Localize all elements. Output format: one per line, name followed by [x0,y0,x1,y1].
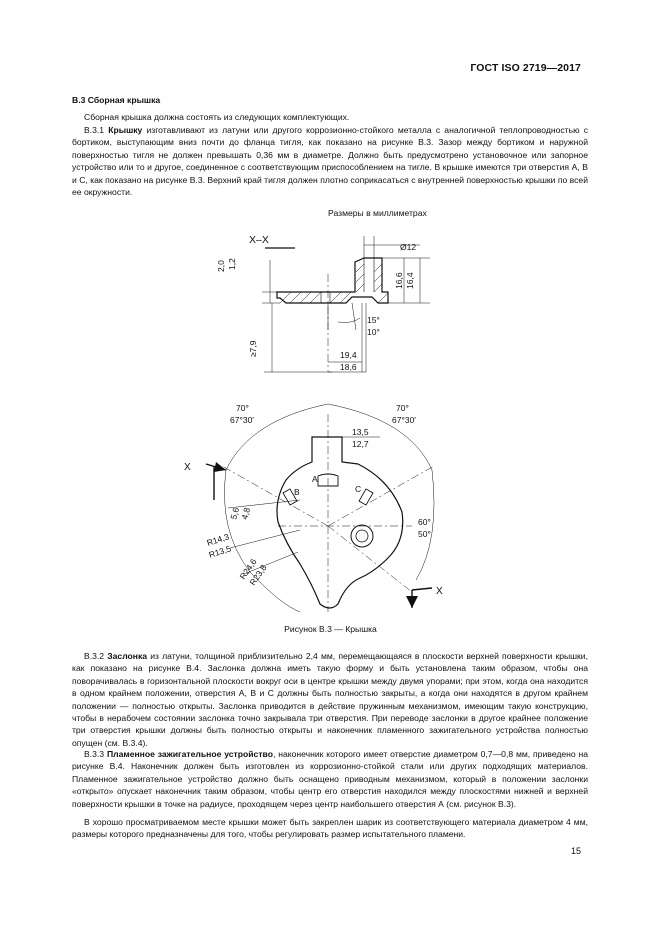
hole-a [317,473,339,487]
dim-5-6: 5,6 [228,506,241,520]
dim-4-8: 4,8 [239,506,252,520]
clause-number: В.3.2 [84,651,105,661]
paragraph-b33: В.3.3 Пламенное зажигательное устройство… [72,748,588,810]
angle-70-left: 70° [236,403,249,413]
angle-arc-right [415,469,435,581]
dim-16-6: 16,6 [394,272,404,289]
angle-67-30-right: 67°30′ [392,415,416,425]
hole-label-c: C [355,484,361,494]
paragraph-b31: В.3.1 Крышку изготавливают из латуни или… [72,124,588,198]
dim-13-5: 13,5 [352,427,369,437]
lid-section-outline [276,257,389,304]
paragraph-b32: В.3.2 Заслонка из латуни, толщиной прибл… [72,650,588,749]
clause-term: Крышку [108,125,143,135]
clause-number: В.3.1 [84,125,105,135]
dim-19-4: 19,4 [340,350,357,360]
angle-60: 60° [418,517,431,527]
section-mark-x-left: X [184,462,191,473]
hole-b [282,488,298,506]
angle-70-right: 70° [396,403,409,413]
dim-12-7: 12,7 [352,439,369,449]
dim-d12: Ø12 [400,242,416,252]
section-title: В.3 Сборная крышка [72,95,161,105]
igniter-inner [355,529,369,543]
clause-text: , наконечник которого имеет отверстие ди… [72,749,589,809]
radius-arc-left [224,469,301,613]
units-note: Размеры в миллиметрах [328,208,427,218]
angle-50: 50° [418,529,431,539]
section-label: X–X [249,234,269,246]
section-hatching [279,263,389,304]
angle-arc-top [225,403,433,471]
clause-term: Заслонка [107,651,148,661]
standard-header: ГОСТ ISO 2719—2017 [470,62,581,74]
paragraph-intro: Сборная крышка должна состоять из следую… [84,112,350,122]
figure-caption: Рисунок В.3 — Крышка [284,624,377,634]
clause-text: из латуни, толщиной приблизительно 2,4 м… [72,651,588,748]
clause-text: изготавливают из латуни или другого корр… [72,125,588,198]
angle-10: 10° [367,327,380,337]
angle-15: 15° [367,315,380,325]
dim-2-0: 2,0 [216,260,226,272]
clause-term: Пламенное зажигательное устройство [106,749,273,759]
section-mark-x-right: X [436,586,443,597]
hole-label-b: B [294,487,300,497]
igniter-outer [350,524,374,548]
dim-1-2: 1,2 [227,258,237,270]
hole-label-a: A [312,474,318,484]
lid-plan-outline [276,436,404,609]
dim-18-6: 18,6 [340,362,357,372]
hole-c [358,488,374,506]
dim-ge-7-9: ≥7,9 [248,340,258,357]
clause-number: В.3.3 [84,749,105,759]
paragraph-last: В хорошо просматриваемом месте крышки мо… [72,817,588,840]
page-number: 15 [570,846,581,856]
dim-16-4: 16,4 [405,272,415,289]
angle-67-30-left: 67°30′ [230,415,254,425]
